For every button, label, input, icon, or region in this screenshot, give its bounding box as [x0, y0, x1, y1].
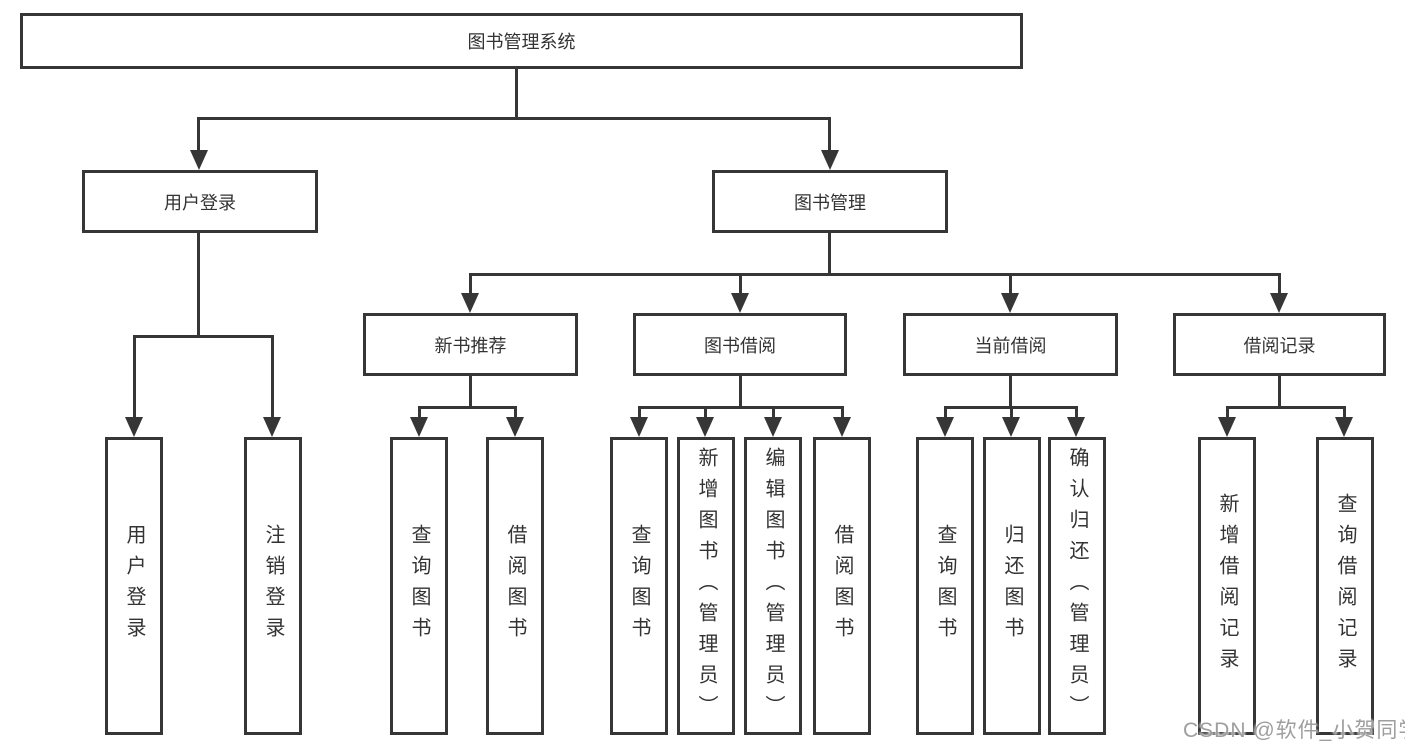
connector-line: [514, 406, 517, 420]
arrow-down-icon: [461, 293, 479, 313]
leaf-borrowing-add-books-admin: 新增图书（管理员）: [677, 437, 735, 735]
node-label: 注销登录: [262, 524, 284, 648]
connector-line: [1278, 273, 1281, 296]
connector-line: [1009, 376, 1012, 408]
leaf-borrowing-borrow-books: 借阅图书: [813, 437, 871, 735]
connector-line: [638, 406, 844, 409]
connector-line: [828, 233, 831, 275]
csdn-watermark: CSDN @软件_小贺同学: [1183, 719, 1405, 742]
arrow-down-icon: [731, 293, 749, 313]
arrow-down-icon: [1067, 417, 1085, 437]
arrow-down-icon: [125, 417, 143, 437]
node-label: 查询图书: [628, 524, 650, 648]
arrow-down-icon: [630, 417, 648, 437]
arrow-down-icon: [696, 417, 714, 437]
node-borrow-records: 借阅记录: [1173, 313, 1386, 376]
arrow-down-icon: [410, 417, 428, 437]
connector-line: [739, 376, 742, 408]
node-label: 归还图书: [1001, 524, 1023, 648]
node-new-book-recommend: 新书推荐: [363, 313, 578, 376]
connector-line: [469, 376, 472, 408]
leaf-user-login: 用户登录: [105, 437, 163, 735]
connector-line: [638, 406, 641, 420]
node-label: 查询图书: [934, 524, 956, 648]
connector-line: [133, 335, 274, 338]
node-label: 新增借阅记录: [1216, 493, 1238, 679]
leaf-current-return-books: 归还图书: [983, 437, 1041, 735]
node-label: 图书管理: [794, 192, 866, 213]
node-user-login: 用户登录: [82, 170, 318, 233]
connector-line: [1075, 406, 1078, 420]
connector-line: [944, 406, 947, 420]
connector-line: [1009, 273, 1012, 296]
connector-line: [418, 406, 421, 420]
connector-line: [197, 117, 200, 153]
node-label: 借阅记录: [1243, 335, 1316, 356]
node-book-borrowing: 图书借阅: [633, 313, 847, 376]
connector-line: [271, 335, 274, 420]
connector-line: [772, 406, 775, 420]
arrow-down-icon: [1270, 293, 1288, 313]
node-label: 图书管理系统: [467, 32, 576, 52]
node-label: 用户登录: [123, 524, 145, 648]
leaf-logout: 注销登录: [244, 437, 302, 735]
node-label: 确认归还（管理员）: [1066, 446, 1088, 726]
leaf-borrowing-edit-books-admin: 编辑图书（管理员）: [744, 437, 802, 735]
leaf-recommend-query-books: 查询图书: [390, 437, 448, 735]
arrow-down-icon: [190, 150, 208, 170]
leaf-records-add-borrow-record: 新增借阅记录: [1198, 437, 1256, 735]
node-label: 编辑图书（管理员）: [762, 446, 784, 726]
leaf-current-query-books: 查询图书: [916, 437, 974, 735]
node-label: 借阅图书: [831, 524, 853, 648]
connector-line: [418, 406, 517, 409]
node-library-management-system: 图书管理系统: [20, 13, 1023, 69]
arrow-down-icon: [1218, 417, 1236, 437]
node-label: 图书借阅: [704, 335, 776, 356]
node-current-borrowing: 当前借阅: [903, 313, 1118, 376]
arrow-down-icon: [1335, 417, 1353, 437]
connector-line: [469, 273, 472, 296]
connector-line: [841, 406, 844, 420]
node-label: 用户登录: [164, 192, 236, 213]
connector-line: [704, 406, 707, 420]
connector-line: [197, 233, 200, 338]
connector-line: [197, 117, 831, 120]
connector-line: [739, 273, 742, 296]
arrow-down-icon: [506, 417, 524, 437]
connector-line: [469, 273, 1281, 276]
arrow-down-icon: [821, 150, 839, 170]
leaf-records-query-borrow-record: 查询借阅记录: [1316, 437, 1374, 735]
leaf-current-confirm-return-admin: 确认归还（管理员）: [1048, 437, 1106, 735]
connector-line: [1010, 406, 1013, 420]
connector-line: [515, 69, 518, 117]
leaf-recommend-borrow-books: 借阅图书: [486, 437, 544, 735]
arrow-down-icon: [263, 417, 281, 437]
leaf-borrowing-query-books: 查询图书: [610, 437, 668, 735]
arrow-down-icon: [833, 417, 851, 437]
node-label: 查询借阅记录: [1334, 493, 1356, 679]
connector-line: [1278, 376, 1281, 408]
connector-line: [1343, 406, 1346, 420]
connector-line: [133, 335, 136, 420]
node-label: 新增图书（管理员）: [695, 446, 717, 726]
node-book-management: 图书管理: [712, 170, 948, 233]
connector-line: [828, 117, 831, 153]
node-label: 借阅图书: [504, 524, 526, 648]
node-label: 新书推荐: [434, 335, 507, 356]
connector-line: [1226, 406, 1346, 409]
arrow-down-icon: [1002, 417, 1020, 437]
arrow-down-icon: [936, 417, 954, 437]
node-label: 当前借阅: [974, 335, 1047, 356]
arrow-down-icon: [764, 417, 782, 437]
connector-line: [1226, 406, 1229, 420]
arrow-down-icon: [1001, 293, 1019, 313]
node-label: 查询图书: [408, 524, 430, 648]
